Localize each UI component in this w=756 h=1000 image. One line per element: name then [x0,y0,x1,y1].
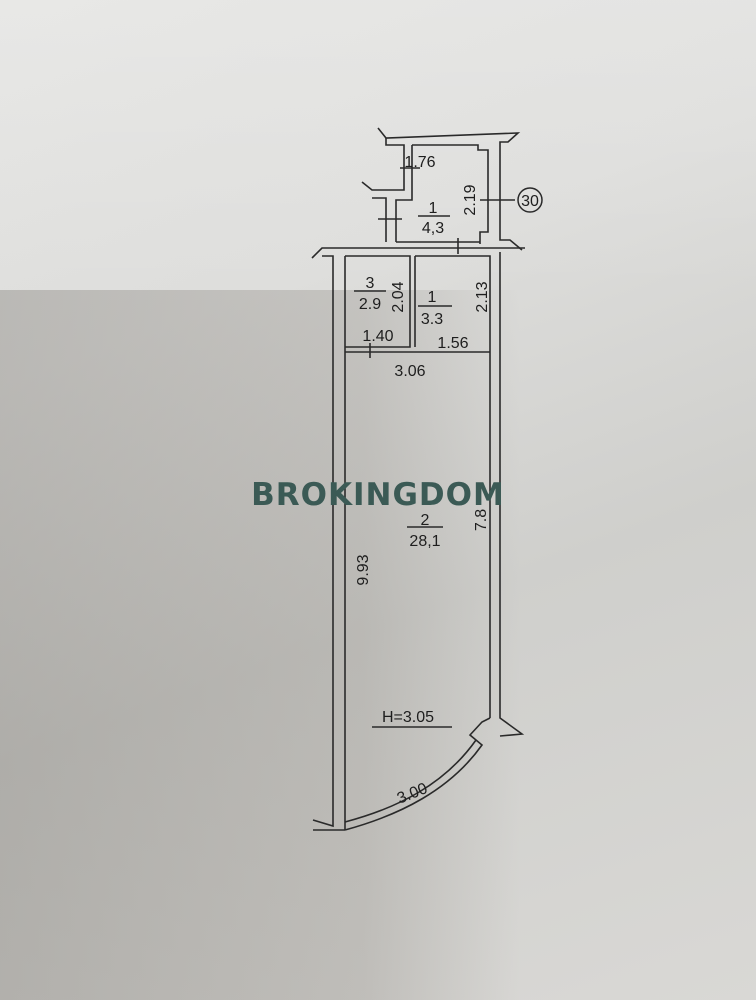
room3-number: 3 [366,275,375,292]
room2-left-dim: 9.93 [355,554,372,585]
ceiling-height: H=3.05 [382,709,434,726]
marker-label: 30 [521,193,539,210]
watermark-logo: BROKINGDOM [251,477,505,513]
room3-height-dim: 2.04 [390,281,407,312]
room1-height-dim: 2.13 [474,281,491,312]
room2-width-dim: 3.06 [394,363,425,380]
marker-circle [517,187,543,213]
photo-highlight [0,0,756,300]
room1-width-dim: 1.56 [437,335,468,352]
photo-shadow [0,290,520,1000]
annex-width-dim: 1.76 [404,154,435,171]
walls [311,127,525,831]
annex-area: 4,3 [422,220,444,237]
room1-area: 3.3 [421,311,443,328]
room2-number: 2 [421,512,430,529]
room2-right-dim: 7.8 [473,509,490,531]
room3-width-dim: 1.40 [362,328,393,345]
annex-depth-dim: 2.19 [462,184,479,215]
room1-number: 1 [428,289,437,306]
room3-area: 2.9 [359,296,381,313]
annex-room-number: 1 [429,200,438,217]
room2-area: 28,1 [409,533,440,550]
